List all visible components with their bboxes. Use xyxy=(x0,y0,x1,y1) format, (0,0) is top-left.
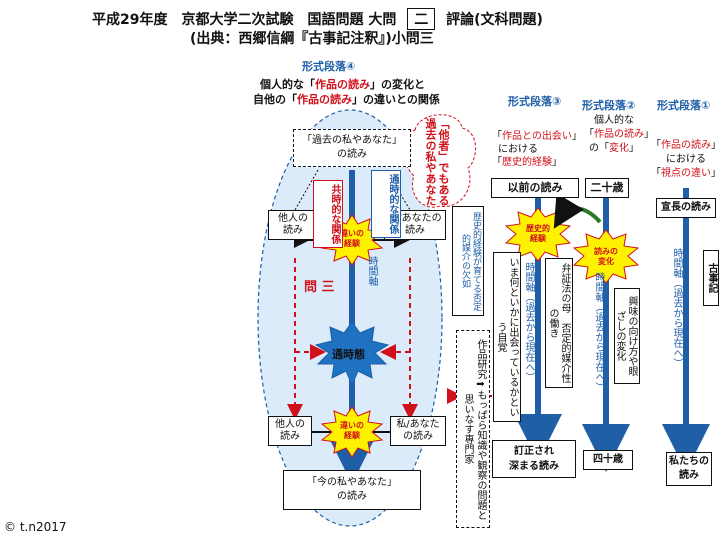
p4-burst-bottom-label: 違いの 経験 xyxy=(340,421,364,440)
center-burst xyxy=(314,321,390,387)
p4-others-bottom: 他人の 読み xyxy=(268,416,312,446)
p1-desc: 「作品の読み」 における 「視点の違い」 xyxy=(651,140,720,179)
p2-time-axis: 時間軸（過去から現在へ） xyxy=(593,272,604,392)
p3-note-1: いま何といかに出会っているかという自覚 xyxy=(493,252,521,422)
p4-burst-top-label: 違いの 経験 xyxy=(340,229,364,248)
p2-burst-label: 読みの 変化 xyxy=(594,247,618,266)
copyright: © t.n2017 xyxy=(4,520,67,534)
p3-note-2: 弁証法の母 否定的媒介性の働き xyxy=(545,258,573,388)
p4-burst-bottom xyxy=(320,406,384,458)
side-note-box: 歴史的経験が育てる否定的媒介の欠如 xyxy=(452,206,484,316)
p3-bottom-box: 訂正され 深まる読み xyxy=(492,440,576,478)
cloud-text: 「他者」でもある過去の私やあなた xyxy=(424,118,450,206)
p4-bottom-box: 「今の私やあなた」 の読み xyxy=(283,470,421,510)
title-question-box: 二 xyxy=(407,8,436,30)
research-box: 作品研究➡もっぱら知識や観察の問題と思いなす専門家 xyxy=(456,330,490,528)
p4-time-axis: 時間軸 xyxy=(366,256,377,286)
p4-others-top: 他人の 読み xyxy=(268,210,318,240)
p3-desc: 「作品との出会い」 における 「歴史的経験」 xyxy=(492,131,582,168)
p1-top-box: 宣長の読み xyxy=(656,198,716,218)
p3-label: 形式段落③ xyxy=(508,95,562,108)
p3-time-axis: 時間軸（過去から現在へ） xyxy=(523,262,534,382)
cloud-outline xyxy=(403,114,476,208)
p1-bottom-box: 私たちの 読み xyxy=(666,452,712,486)
p1-time-axis: 時間軸（過去から現在へ） xyxy=(671,248,682,368)
p2-burst xyxy=(572,229,640,284)
p1-side-box: 古事記 xyxy=(703,250,719,306)
sync-relation-box: 共時的な関係 xyxy=(313,180,343,248)
p4-subtitle-2: 自他の「作品の読み」の違いとの関係 xyxy=(253,93,440,106)
p2-note: 興味の向け方や眼ざしの変化 xyxy=(614,288,640,384)
title-part-b: 評論(文科問題) xyxy=(446,12,543,28)
page-title: 平成29年度 京都大学二次試験 国語問題 大問 二 評論(文科問題) xyxy=(92,8,543,30)
diachronic-relation-box: 通時的な関係 xyxy=(371,170,401,238)
p3-top-box: 以前の読み xyxy=(491,178,579,198)
question-label: 問 三 xyxy=(304,280,335,295)
p2-bottom-box: 四十歳 xyxy=(583,450,633,470)
p4-top-box: 「過去の私やあなた」 の読み xyxy=(293,129,411,167)
page-subtitle: (出典：西郷信綱『古事記注釈』)小問三 xyxy=(190,31,434,47)
p4-self-bottom: 私/あなた の読み xyxy=(390,416,446,446)
p4-subtitle-1: 個人的な「作品の読み」の変化と xyxy=(260,78,425,91)
p4-label: 形式段落④ xyxy=(302,60,356,73)
title-part-a: 平成29年度 京都大学二次試験 国語問題 大問 xyxy=(92,12,397,28)
p2-desc: 個人的な 「作品の読み」 の「変化」 xyxy=(584,115,654,154)
p3-burst-label: 歴史的 経験 xyxy=(526,224,550,243)
p2-top-box: 二十歳 xyxy=(585,178,629,198)
p1-label: 形式段落① xyxy=(657,99,711,112)
p2-label: 形式段落② xyxy=(582,99,636,112)
center-label: 通時態 xyxy=(332,348,365,361)
